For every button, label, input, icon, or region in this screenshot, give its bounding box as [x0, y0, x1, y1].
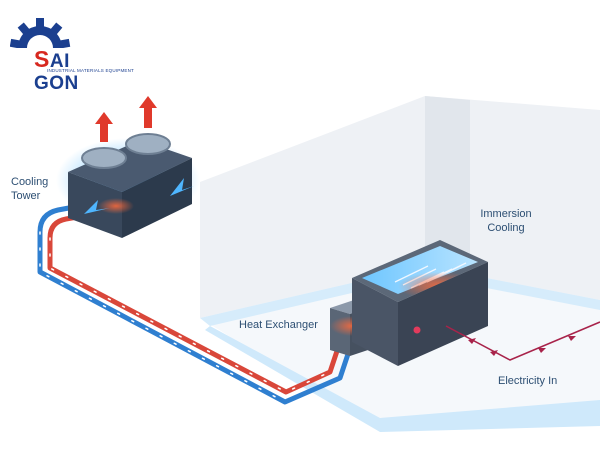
- electric-arrow-2: [490, 350, 498, 356]
- tower-flow-arrow-right: [170, 178, 194, 196]
- tank-side: [398, 262, 488, 366]
- tower-side: [122, 158, 192, 238]
- room-side-wall: [425, 96, 470, 268]
- room-back-wall: [200, 96, 600, 318]
- immersion-cooling-label: Immersion Cooling: [466, 207, 546, 235]
- brand-wordmark: SAI GON: [34, 46, 120, 95]
- tower-flow-arrow-left: [84, 200, 110, 214]
- fan-right: [125, 133, 171, 155]
- immersion-tank: [352, 240, 488, 366]
- pipe-flow-dots: [39, 231, 286, 403]
- up-arrow-icon-2: [139, 96, 157, 128]
- brand-rest: AI GON: [34, 51, 79, 94]
- up-arrow-icon: [95, 112, 113, 142]
- immersion-label-line2: Cooling: [487, 222, 525, 234]
- tank-front: [352, 278, 398, 366]
- electricity-line: [445, 321, 600, 361]
- electric-cable: [445, 321, 600, 361]
- gear-icon: [10, 18, 71, 74]
- electric-arrow-3: [538, 348, 546, 353]
- tower-hot-glow: [98, 198, 134, 214]
- electric-arrow-1: [468, 338, 476, 344]
- electricity-in-label: Electricity In: [498, 375, 558, 387]
- hot-pipe: [47, 207, 343, 395]
- immersion-label-line1: Immersion: [480, 208, 532, 220]
- cooling-tower-label-line1: Cooling: [11, 176, 49, 188]
- cooling-tower-label: Cooling Tower: [11, 175, 71, 203]
- brand-logo: SAI GON INDUSTRIAL MATERIALS EQUIPMENT: [10, 18, 134, 94]
- brand-tagline: INDUSTRIAL MATERIALS EQUIPMENT: [47, 68, 135, 73]
- electric-arrow-4: [568, 336, 576, 341]
- floor-outline: [200, 266, 600, 326]
- heat-exchanger-label: Heat Exchanger: [239, 319, 318, 331]
- power-indicator-icon: [413, 326, 421, 334]
- pipe-flow-dots-hot: [49, 237, 331, 393]
- brand-s: S: [34, 46, 50, 72]
- cooling-tower: [56, 96, 200, 238]
- cooling-tower-label-line2: Tower: [11, 190, 41, 202]
- floor-edge-glow: [205, 326, 600, 432]
- fan-left: [81, 147, 127, 169]
- coolant-loop: [37, 197, 353, 405]
